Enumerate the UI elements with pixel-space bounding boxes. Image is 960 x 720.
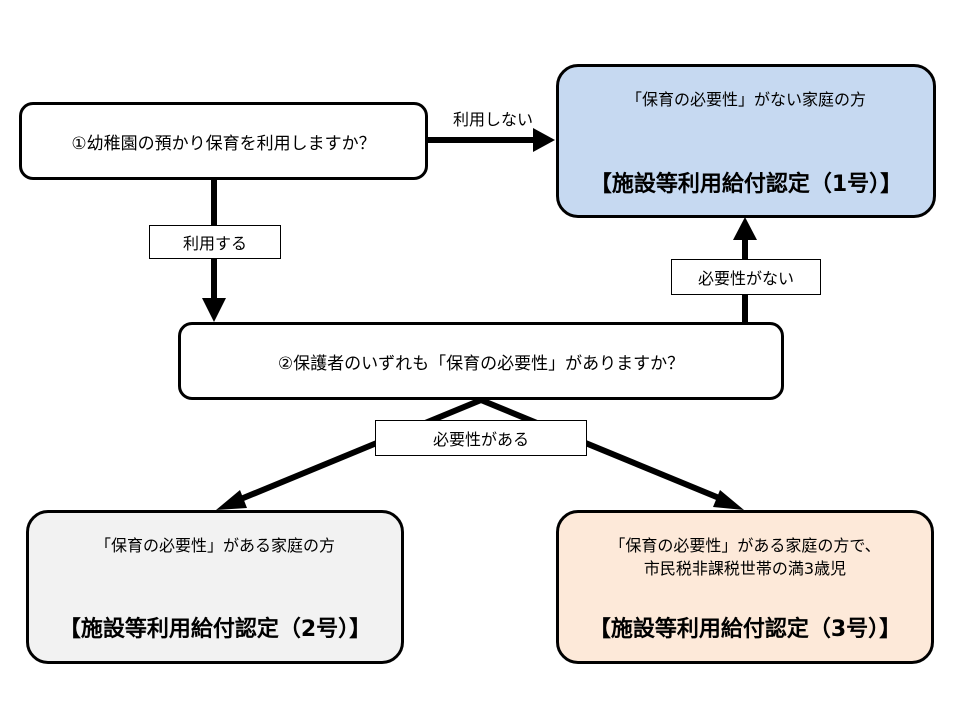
question-2-text: ②保護者のいずれも「保育の必要性」がありますか？ <box>277 353 685 374</box>
label-has-need: 必要性がある <box>375 420 587 456</box>
question-1-box: ①幼稚園の預かり保育を利用しますか？ <box>19 102 428 180</box>
arrowhead-result1-left <box>533 128 555 152</box>
result-2-description: 「保育の必要性」がある家庭の方 <box>94 536 335 555</box>
result-3-box: 「保育の必要性」がある家庭の方で、 市民税非課税世帯の満3歳児 【施設等利用給付… <box>556 510 934 664</box>
arrowhead-result2 <box>216 490 247 510</box>
result-3-description-line1: 「保育の必要性」がある家庭の方で、 <box>609 536 881 555</box>
result-2-box: 「保育の必要性」がある家庭の方 【施設等利用給付認定（2号）】 <box>26 510 404 664</box>
label-use: 利用する <box>149 225 281 259</box>
result-1-description: 「保育の必要性」がない家庭の方 <box>625 90 866 109</box>
arrowhead-result1-bottom <box>733 217 757 240</box>
arrowhead-q2 <box>202 298 226 322</box>
question-1-text: ①幼稚園の預かり保育を利用しますか？ <box>71 133 376 154</box>
arrowhead-result3 <box>713 490 744 510</box>
label-no-need: 必要性がない <box>671 259 821 295</box>
result-3-certification: 【施設等利用給付認定（3号）】 <box>588 617 902 642</box>
question-2-box: ②保護者のいずれも「保育の必要性」がありますか？ <box>178 322 784 400</box>
arrow-q2-to-result2 <box>234 397 483 504</box>
result-1-certification: 【施設等利用給付認定（1号）】 <box>589 172 903 197</box>
result-2-certification: 【施設等利用給付認定（2号）】 <box>58 617 372 642</box>
result-3-description-line2: 市民税非課税世帯の満3歳児 <box>643 559 847 578</box>
result-1-box: 「保育の必要性」がない家庭の方 【施設等利用給付認定（1号）】 <box>556 64 936 218</box>
arrow-q2-to-result3 <box>479 397 726 503</box>
label-not-use: 利用しない <box>452 110 533 129</box>
